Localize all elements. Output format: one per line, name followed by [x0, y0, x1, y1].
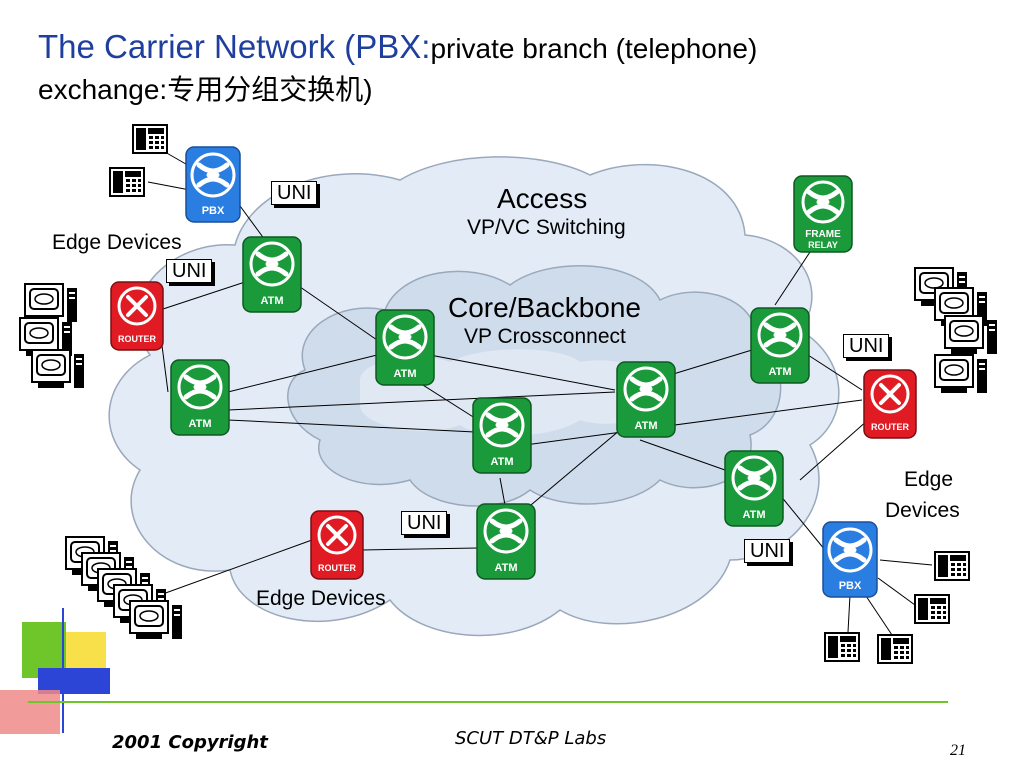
svg-text:ATM: ATM — [742, 509, 765, 521]
svg-text:ATM: ATM — [188, 418, 211, 430]
computer-icon — [944, 315, 998, 355]
core-label: Core/Backbone — [448, 292, 642, 323]
atm-switch-1: ATM — [242, 236, 302, 313]
atm-switch-3: ATM — [170, 359, 230, 436]
core-sub-label: VP Crossconnect — [464, 325, 626, 348]
phone-icon — [824, 632, 860, 662]
svg-text:ATM: ATM — [634, 420, 657, 432]
svg-text:ATM: ATM — [768, 366, 791, 378]
uni-label: UNI — [166, 259, 213, 283]
slide-title: The Carrier Network (PBX:private branch … — [38, 28, 998, 108]
uni-label: UNI — [271, 181, 318, 205]
footer-copyright: 2001 Copyright — [112, 732, 268, 753]
svg-text:ROUTER: ROUTER — [318, 563, 357, 573]
computer-icon — [934, 354, 988, 394]
atm-switch-6: ATM — [472, 397, 532, 474]
svg-text:FRAME: FRAME — [805, 229, 841, 240]
atm-switch-4: ATM — [750, 307, 810, 384]
page-number: 21 — [950, 742, 966, 759]
edge-devices-right-label-1: Edge — [904, 468, 954, 491]
phone-icon — [132, 124, 168, 154]
edge-devices-bottom-label: Edge Devices — [256, 587, 386, 610]
atm-switch-5: ATM — [616, 361, 676, 438]
svg-text:PBX: PBX — [202, 205, 225, 217]
svg-text:ATM: ATM — [490, 456, 513, 468]
atm-switch-2: ATM — [375, 309, 435, 386]
edge-devices-left-label: Edge Devices — [52, 231, 182, 254]
footer-lab: SCUT DT&P Labs — [455, 728, 607, 749]
access-sub-label: VP/VC Switching — [467, 216, 626, 239]
svg-text:RELAY: RELAY — [808, 240, 838, 250]
title-main: The Carrier Network (PBX: — [38, 28, 431, 65]
computer-icon — [129, 600, 183, 640]
svg-text:ATM: ATM — [260, 295, 283, 307]
svg-text:ATM: ATM — [494, 562, 517, 574]
svg-text:ROUTER: ROUTER — [118, 334, 157, 344]
uni-label: UNI — [744, 539, 791, 563]
svg-text:PBX: PBX — [839, 580, 862, 592]
access-label: Access — [497, 183, 588, 214]
pbx-node-top: PBX — [185, 146, 241, 223]
edge-devices-right-label-2: Devices — [885, 499, 960, 522]
frame-relay-switch: FRAME RELAY — [793, 175, 853, 253]
svg-text:ROUTER: ROUTER — [871, 422, 910, 432]
atm-switch-8: ATM — [476, 503, 536, 580]
computer-icon — [24, 283, 78, 323]
computer-icon — [31, 349, 85, 389]
title-rest: private branch (telephone) — [430, 33, 758, 64]
phone-icon — [934, 551, 970, 581]
svg-text:ATM: ATM — [393, 368, 416, 380]
router-right: ROUTER — [863, 369, 917, 439]
router-left: ROUTER — [110, 281, 164, 351]
phone-icon — [877, 634, 913, 664]
title-line2: exchange:专用分组交换机) — [38, 74, 373, 105]
corner-decoration — [0, 608, 948, 734]
pbx-node-bottom: PBX — [822, 521, 878, 598]
uni-label: UNI — [401, 511, 448, 535]
phone-icon — [914, 594, 950, 624]
uni-label: UNI — [843, 334, 890, 358]
atm-switch-7: ATM — [724, 450, 784, 527]
router-bottom: ROUTER — [310, 510, 364, 580]
phone-icon — [109, 167, 145, 197]
